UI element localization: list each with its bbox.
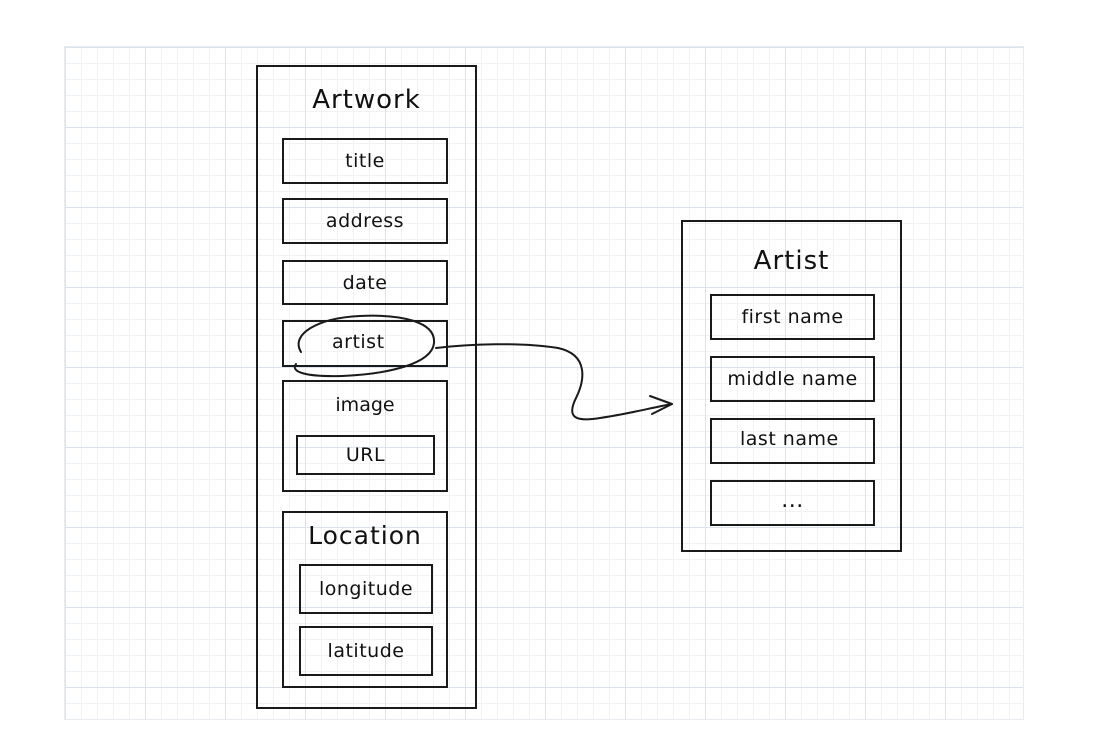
location-label: Location [308,521,422,550]
field-label: date [342,271,388,294]
field-label: first name [741,306,844,328]
field-label: last name [740,428,839,450]
image-field-url: URL [296,435,435,475]
field-label: latitude [327,640,405,662]
artwork-field-address: address [282,198,448,244]
location-field-latitude: latitude [299,626,433,676]
artwork-field-date: date [282,260,448,305]
field-label: artist [332,330,385,353]
artist-field-last-name: last name [710,418,875,464]
artwork-location-group: Location [282,511,448,688]
artwork-field-artist: artist [282,320,448,367]
artist-title: Artist [753,246,830,276]
artist-field-more: ... [710,480,875,526]
image-label: image [335,394,395,416]
field-label: URL [345,444,386,466]
artist-field-first-name: first name [710,294,875,340]
field-label: address [325,210,405,232]
artist-field-middle-name: middle name [710,356,875,402]
field-label: ... [781,487,804,513]
location-field-longitude: longitude [299,564,433,614]
artwork-field-title: title [282,138,448,184]
artwork-image-group: image [282,380,448,492]
field-label: middle name [727,368,858,390]
artist-entity: Artist [681,220,902,552]
field-label: title [345,150,385,172]
field-label: longitude [318,578,414,600]
artwork-title: Artwork [312,85,421,115]
